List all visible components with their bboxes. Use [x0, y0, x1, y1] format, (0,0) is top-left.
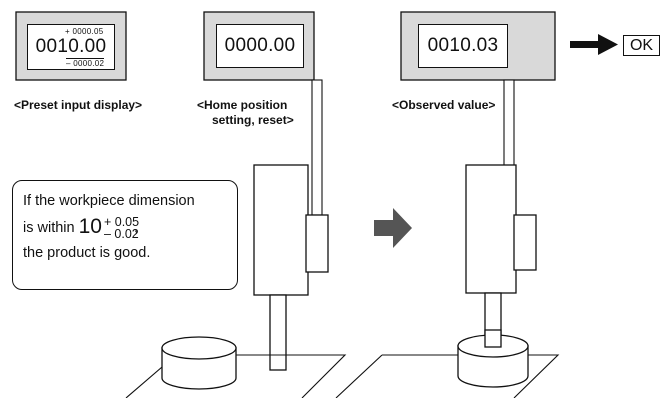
gauge-probe-left [253, 164, 329, 371]
workpiece-left [161, 336, 237, 390]
black-right-arrow-icon [570, 34, 618, 55]
note-line-2-prefix: is within [23, 220, 79, 236]
note-line-2: is within 10+ 0.05– 0.02, [23, 214, 229, 240]
note-minus-tolerance: – 0.02 [103, 227, 139, 242]
note-plus-tolerance: + 0.05 [103, 215, 140, 230]
surface-plate-right [335, 354, 560, 398]
note-line-1: If the workpiece dimension [23, 193, 195, 209]
preset-caption: <Preset input display> [14, 98, 143, 112]
home-caption-line1: <Home position [197, 98, 288, 112]
home-value: 0000.00 [224, 35, 296, 56]
gauge-probe-right [465, 164, 537, 346]
gray-right-arrow-icon [374, 208, 412, 248]
note-line-2-suffix: , [133, 220, 138, 236]
spindle-tip-right [484, 329, 502, 348]
preset-readout: + 0000.05 0010.00 – 0000.02 [27, 24, 115, 70]
probe-body [465, 164, 517, 294]
tolerance-note-box: If the workpiece dimension is within 10+… [12, 180, 238, 290]
note-nominal-value: 10 [78, 215, 102, 238]
preset-upper-tolerance: + 0000.05 [65, 27, 104, 36]
ok-result-badge: OK [623, 35, 660, 56]
probe-cable-left [311, 79, 323, 216]
home-readout: 0000.00 [216, 24, 304, 68]
probe-connector [305, 214, 329, 273]
observed-readout: 0010.03 [418, 24, 508, 68]
note-tolerance-stack: + 0.05– 0.02 [102, 215, 140, 242]
home-caption-line2: setting, reset> [212, 113, 294, 127]
probe-connector [513, 214, 537, 271]
observed-caption: <Observed value> [392, 98, 496, 112]
probe-body [253, 164, 309, 296]
preset-lower-tolerance: – 0000.02 [66, 58, 105, 68]
note-line-3: the product is good. [23, 245, 151, 261]
probe-spindle [269, 294, 287, 371]
observed-value: 0010.03 [427, 35, 499, 56]
preset-value: 0010.00 [35, 36, 107, 57]
